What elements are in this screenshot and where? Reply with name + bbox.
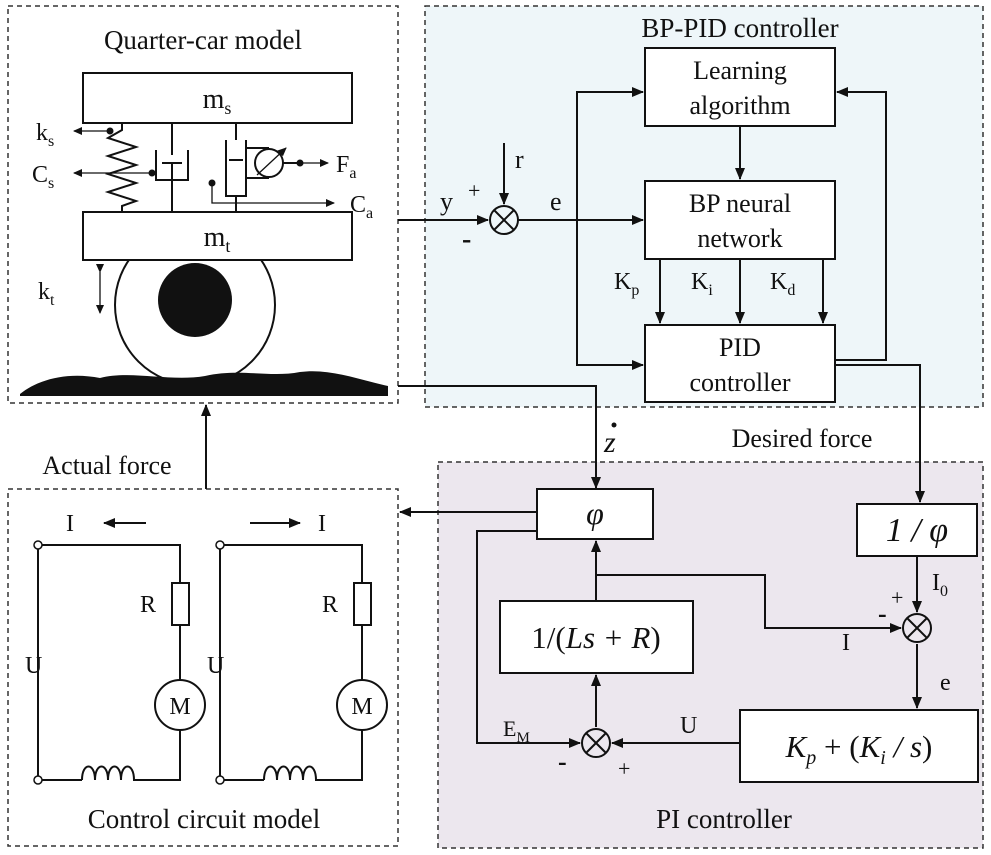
current-summing-junction (902, 613, 932, 643)
inductor-right (263, 765, 328, 781)
motor-left-label: M (169, 694, 190, 720)
resistor-right (353, 582, 372, 626)
suspension-spring (104, 123, 140, 212)
active-damper (225, 140, 247, 197)
u-signal-label: U (680, 713, 697, 739)
voltage-summing-junction (581, 728, 611, 758)
e-signal-label: e (550, 187, 562, 216)
inter-panel-signals: z Desired force Actual force (42, 364, 925, 503)
phi-block (536, 488, 654, 540)
lsr-block (499, 600, 694, 674)
i0-label: I0 (932, 570, 948, 600)
learning-algorithm-label-2: algorithm (689, 91, 790, 120)
circuit-panel (7, 488, 399, 847)
bp-pid-controller: Learning algorithm BP neural network PID… (398, 47, 887, 403)
i0-plus-sign: + (891, 585, 903, 610)
ki-gain-label: Ki (691, 269, 713, 299)
current-right-label: I (318, 511, 326, 537)
phi-block-label: φ (586, 495, 604, 531)
control-circuit-model: M I R U M I R U (25, 511, 388, 785)
bp-neural-network-box (644, 180, 836, 260)
learning-algorithm-box (644, 47, 836, 127)
circuit-title: Control circuit model (88, 804, 320, 834)
r-signal-label: r (515, 145, 524, 174)
y-signal-label: y (440, 187, 453, 216)
pi-gain-block (739, 709, 979, 783)
ca-label: Ca (350, 192, 373, 222)
fa-label: Fa (336, 152, 356, 182)
bp-pid-title: BP-PID controller (641, 13, 838, 43)
motor-right-label: M (351, 694, 372, 720)
quarter-car-title: Quarter-car model (104, 25, 302, 55)
kt-label: kt (38, 279, 55, 309)
wheel-hub (158, 263, 232, 337)
cs-label: Cs (32, 162, 54, 192)
pi-title: PI controller (656, 804, 792, 834)
kd-gain-label: Kd (770, 269, 795, 299)
pi-controller: φ 1 / φ 1/(Ls + R) Kp + (Ki / s) I0 + - … (399, 488, 979, 783)
desired-force-label: Desired force (732, 424, 873, 453)
sprung-mass (82, 72, 353, 124)
inductor-left (81, 765, 146, 781)
em-minus-sign: - (558, 747, 567, 776)
voltage-left-label: U (25, 653, 42, 679)
ks-label: ks (36, 120, 54, 150)
i-minus-sign: - (878, 599, 887, 628)
quarter-car-model: ms mt ks Cs Fa Ca (20, 72, 388, 396)
z-dot-label: z (603, 426, 616, 459)
lsr-block-label: 1/(Ls + R) (531, 620, 660, 655)
y-plus-sign: + (468, 178, 480, 203)
pid-controller-box (644, 324, 836, 403)
unsprung-mass-label-top: mt (204, 222, 231, 256)
current-left-label: I (66, 511, 74, 537)
kp-gain-label: Kp (614, 269, 639, 299)
pi-gain-label: Kp + (Ki / s) (785, 729, 933, 769)
resistor-left (171, 582, 190, 626)
pi-e-label: e (940, 670, 951, 696)
bpnn-label-1: BP neural (689, 189, 791, 218)
em-label: EM (503, 716, 530, 746)
u-plus-sign: + (618, 756, 630, 781)
road-surface (20, 371, 388, 396)
pid-label-2: controller (689, 368, 790, 397)
i-feedback-label: I (842, 630, 850, 656)
resistor-right-label: R (322, 592, 338, 618)
pid-label-1: PID (719, 333, 761, 362)
quarter-car-panel (7, 5, 399, 404)
z-dot-mark (611, 422, 617, 428)
resistor-left-label: R (140, 592, 156, 618)
actual-force-label: Actual force (42, 451, 171, 480)
learning-algorithm-label-1: Learning (693, 56, 787, 85)
sprung-mass-label: ms (203, 84, 232, 118)
voltage-right-label: U (207, 653, 224, 679)
y-minus-sign: - (462, 224, 471, 255)
inverse-phi-label: 1 / φ (886, 512, 948, 549)
bpnn-label-2: network (697, 224, 782, 253)
